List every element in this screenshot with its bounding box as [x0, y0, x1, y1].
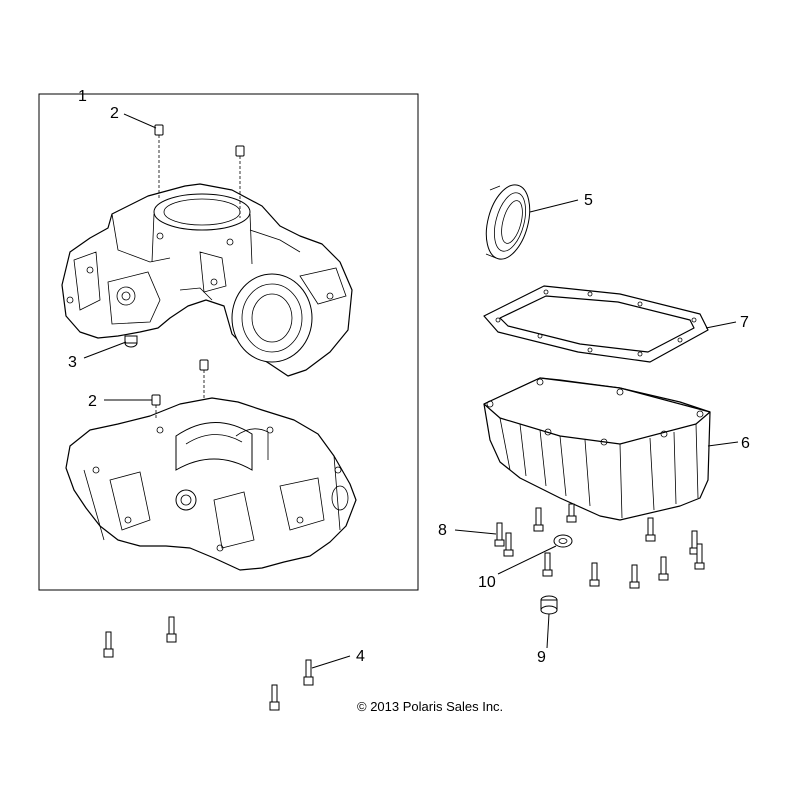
bolt — [645, 517, 656, 542]
callout-2-lower: 2 — [88, 393, 97, 410]
bolt — [658, 556, 669, 581]
bolt — [494, 522, 505, 547]
callout-6: 6 — [741, 435, 750, 452]
drain-plug — [540, 595, 558, 615]
lower-crankcase — [65, 397, 357, 571]
assembly-frame — [38, 93, 419, 591]
bolt — [269, 684, 280, 711]
bolt — [503, 532, 514, 557]
bolt — [689, 530, 700, 555]
pan-bolts — [494, 503, 705, 589]
callout-10: 10 — [478, 574, 496, 591]
crankcase-bolts — [103, 616, 314, 711]
bolt — [589, 562, 600, 587]
oil-seal — [485, 184, 531, 260]
drain-washer — [553, 534, 573, 548]
leader-lines — [83, 113, 739, 669]
dowel-pin-lower-left — [151, 394, 161, 406]
oil-pan-gasket — [483, 285, 709, 363]
dowel-pin-upper-right — [235, 145, 245, 157]
bolt — [542, 552, 553, 577]
callout-2-top: 2 — [110, 105, 119, 122]
copyright-text: © 2013 Polaris Sales Inc. — [357, 699, 503, 714]
bolt — [303, 659, 314, 686]
callout-5: 5 — [584, 192, 593, 209]
dowel-pin-lower-right — [199, 359, 209, 371]
plug-item-3 — [124, 335, 138, 348]
bolt — [629, 564, 640, 589]
dowel-pin-upper-left — [154, 124, 164, 136]
bolt — [166, 616, 177, 643]
callout-9: 9 — [537, 649, 546, 666]
oil-pan — [483, 377, 711, 521]
callout-7: 7 — [740, 314, 749, 331]
callout-8: 8 — [438, 522, 447, 539]
bolt — [566, 503, 577, 523]
upper-crankcase — [61, 183, 353, 377]
callout-1: 1 — [78, 88, 87, 105]
bolt — [103, 631, 114, 658]
bolt — [694, 543, 705, 570]
callout-3: 3 — [68, 354, 77, 371]
bolt — [533, 507, 544, 532]
callout-4: 4 — [356, 648, 365, 665]
